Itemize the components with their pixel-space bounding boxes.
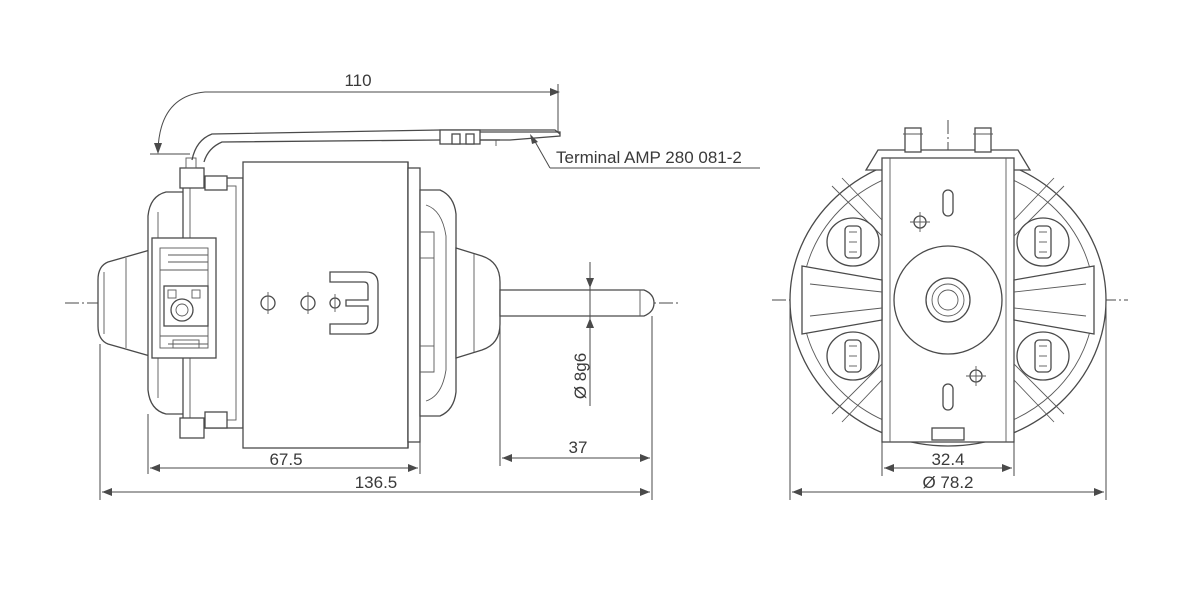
- body-length-label: 67.5: [269, 450, 302, 469]
- shaft-length-label: 37: [569, 438, 588, 457]
- clip-top-right: [1016, 217, 1070, 267]
- terminal-label: Terminal AMP 280 081-2: [556, 148, 742, 167]
- outer-diameter-label: Ø 78.2: [922, 473, 973, 492]
- clip-top-left: [826, 217, 880, 267]
- clip-bottom-right: [1016, 331, 1070, 381]
- dimension-lines: [99, 84, 1107, 500]
- clip-bottom-left: [826, 331, 880, 381]
- end-view: [772, 120, 1128, 447]
- side-view: [65, 129, 680, 449]
- lead-length-label: 110: [344, 71, 371, 90]
- center-width-label: 32.4: [931, 450, 964, 469]
- dimension-labels: 110 Terminal AMP 280 081-2 Ø 8g6 37 67.5…: [269, 71, 973, 492]
- overall-length-label: 136.5: [355, 473, 398, 492]
- shaft-diameter-label: Ø 8g6: [571, 353, 590, 399]
